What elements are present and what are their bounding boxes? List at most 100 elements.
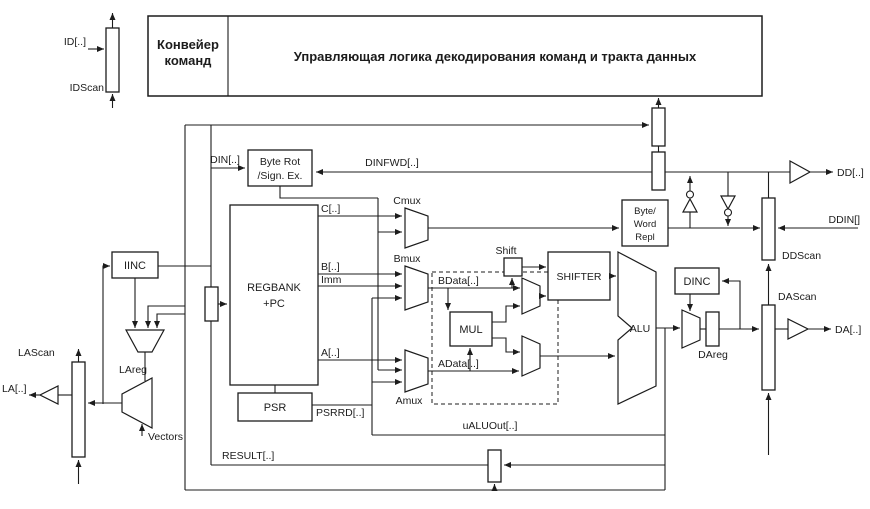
- byte-word-label-2: Word: [634, 219, 657, 230]
- regbank-group: REGBANK +PC: [229, 204, 319, 386]
- label-c-bus: C[..]: [321, 203, 340, 215]
- da-mux: [681, 309, 701, 349]
- result-group: uALUOut[..] RESULT[..]: [211, 298, 665, 491]
- label-alu: ALU: [630, 323, 650, 335]
- alu: [617, 251, 657, 405]
- byte-word-label-1: Byte/: [634, 206, 656, 217]
- cmux: [404, 207, 429, 249]
- label-la-bus: LA[..]: [2, 383, 27, 395]
- wire-bus-to-pcmux-1: [145, 305, 185, 328]
- label-result: RESULT[..]: [222, 450, 274, 462]
- label-amux: Amux: [396, 395, 424, 407]
- shift-box: [503, 257, 523, 277]
- label-dascan: DAScan: [778, 291, 817, 303]
- pc-mux: [124, 329, 166, 353]
- label-lareg: LAreg: [119, 364, 147, 376]
- pipeline-title-line2: команд: [165, 53, 213, 68]
- la-pad-buffer: [38, 385, 59, 405]
- decode-registers: [651, 98, 666, 191]
- label-adata: AData[..]: [438, 358, 479, 370]
- label-ddscan: DDScan: [782, 250, 821, 262]
- decode-register-2: [651, 151, 666, 191]
- psr-group: PSR PSRRD[..]: [237, 385, 372, 422]
- label-idscan: IDScan: [70, 82, 105, 94]
- label-bmux: Bmux: [394, 253, 422, 265]
- wire-mul-out-lower: [492, 337, 520, 355]
- outer-buses: [184, 122, 666, 491]
- label-id-bus: ID[..]: [64, 36, 86, 48]
- lareg-mux: [121, 377, 153, 429]
- pipeline-title-line1: Конвейер: [157, 37, 219, 52]
- wire-la-to-iinc: [102, 263, 110, 404]
- label-psrrd: PSRRD[..]: [316, 407, 365, 419]
- wire-mul-out-upper: [492, 303, 520, 323]
- psr-block: [237, 392, 313, 422]
- label-bdata: BData[..]: [438, 275, 479, 287]
- la-register: [71, 361, 86, 458]
- mul-out-mux-lower: [521, 335, 541, 377]
- dascan-register: [761, 304, 776, 391]
- label-psr: PSR: [264, 402, 287, 414]
- id-register: [105, 27, 120, 93]
- label-dd-bus: DD[..]: [837, 167, 864, 179]
- ddscan-register: [761, 197, 776, 261]
- byte-rot-label-2: /Sign. Ex.: [258, 170, 303, 182]
- label-da-bus: DA[..]: [835, 324, 861, 336]
- byte-word-repl-block: [621, 199, 669, 247]
- wire-din-fwd-elbow: [279, 186, 378, 199]
- label-shifter: SHIFTER: [557, 271, 602, 283]
- shifter-alu-group: SHIFTER ALU: [547, 251, 680, 405]
- label-imm: Imm: [321, 274, 342, 286]
- amux-group: A[..] Amux: [318, 347, 429, 407]
- bmux: [404, 265, 429, 311]
- regbank-block: [229, 204, 319, 386]
- byte-rot-label-1: Byte Rot: [260, 156, 300, 168]
- decode-register-1: [651, 107, 666, 147]
- label-dinc: DINC: [684, 276, 711, 288]
- label-iinc: IINC: [124, 260, 146, 272]
- wire-dinc-loop: [722, 278, 741, 329]
- dinc-block: [674, 267, 720, 295]
- control-header: Конвейер команд Управляющая логика декод…: [147, 15, 763, 97]
- mul-area: BData[..] Shift MUL AData[..]: [428, 245, 615, 405]
- tristate-down-bubble: [723, 208, 733, 217]
- bmux-group: B[..] Imm Bmux: [318, 253, 429, 311]
- shifter-block: [547, 251, 611, 301]
- mul-dashed-boundary: [431, 271, 559, 405]
- wire-bus-to-pcmux-2: [154, 313, 185, 328]
- mul-block: [449, 311, 493, 347]
- label-ualuout: uALUOut[..]: [463, 420, 518, 432]
- write-register: [204, 286, 219, 322]
- label-lascan: LAScan: [18, 347, 55, 359]
- dd-pad-buffer: [789, 159, 812, 185]
- label-dareg: DAreg: [698, 349, 728, 361]
- tristate-up-bubble: [685, 190, 695, 199]
- da-pad-buffer: [787, 318, 810, 340]
- label-a-bus: A[..]: [321, 347, 340, 359]
- da-group: DINC DAreg DAScan DA[..]: [674, 264, 861, 455]
- tristate-down-buffer: [719, 195, 737, 211]
- control-logic-title: Управляющая логика декодирования команд …: [294, 49, 697, 64]
- din-group: DIN[..] Byte Rot /Sign. Ex. DINFWD[..]: [210, 149, 790, 373]
- label-din: DIN[..]: [210, 154, 240, 166]
- amux: [404, 349, 429, 393]
- label-mul: MUL: [459, 324, 482, 336]
- address-group: IINC LAreg Vectors: [88, 251, 211, 443]
- regbank-label-2: +PC: [263, 298, 285, 310]
- dareg-register: [705, 311, 720, 347]
- dd-group: DDScan DD[..] DDIN[] Byte/ Word Repl: [621, 159, 864, 262]
- mul-out-mux-upper: [521, 277, 541, 315]
- regbank-label-1: REGBANK: [247, 282, 301, 294]
- id-register-group: ID[..] IDScan: [64, 13, 120, 108]
- byte-word-label-3: Repl: [635, 232, 655, 243]
- label-shift: Shift: [495, 245, 516, 257]
- label-dinfwd: DINFWD[..]: [365, 157, 419, 169]
- tristate-up-buffer: [681, 197, 699, 213]
- label-vectors: Vectors: [148, 431, 183, 443]
- la-group: LAScan LA[..]: [2, 347, 86, 484]
- label-b-bus: B[..]: [321, 261, 340, 273]
- cmux-group: C[..] Cmux: [318, 195, 619, 249]
- control-box: [147, 15, 763, 97]
